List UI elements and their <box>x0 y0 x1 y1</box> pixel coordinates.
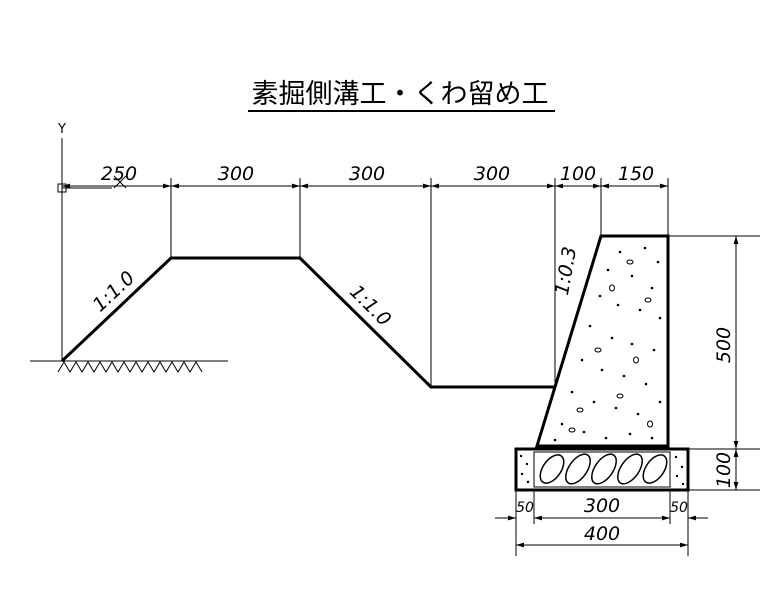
stone-base <box>514 447 690 492</box>
dim-top-1: 250 <box>101 163 137 185</box>
axis-y-label: Y <box>57 122 66 137</box>
excavation-profile <box>60 256 555 389</box>
dim-top-5: 100 <box>560 163 596 185</box>
slope-label-middle: 1:1.0 <box>345 281 395 331</box>
drawing-title: 素掘側溝工・くわ留め工 <box>252 79 549 110</box>
slope-label-wall: 1:0.3 <box>551 245 581 297</box>
dim-bottom-total: 400 <box>584 523 620 545</box>
slope-label-left: 1:1.0 <box>89 267 140 316</box>
retaining-wall <box>534 234 670 448</box>
dim-bottom-right: 50 <box>670 500 688 516</box>
ground-hatch <box>57 361 203 373</box>
dim-top-3: 300 <box>349 163 385 185</box>
dim-wall-height: 500 <box>713 327 735 363</box>
right-dimension-lines <box>668 235 760 491</box>
dim-base-height: 100 <box>713 452 735 488</box>
dim-top-2: 300 <box>218 163 254 185</box>
bottom-dimension-lines <box>495 490 708 556</box>
dim-top-4: 300 <box>474 163 510 185</box>
dim-top-6: 150 <box>618 163 654 185</box>
dim-bottom-left: 50 <box>516 500 534 516</box>
dim-bottom-inner: 300 <box>584 495 620 517</box>
top-extension-lines <box>61 178 669 387</box>
